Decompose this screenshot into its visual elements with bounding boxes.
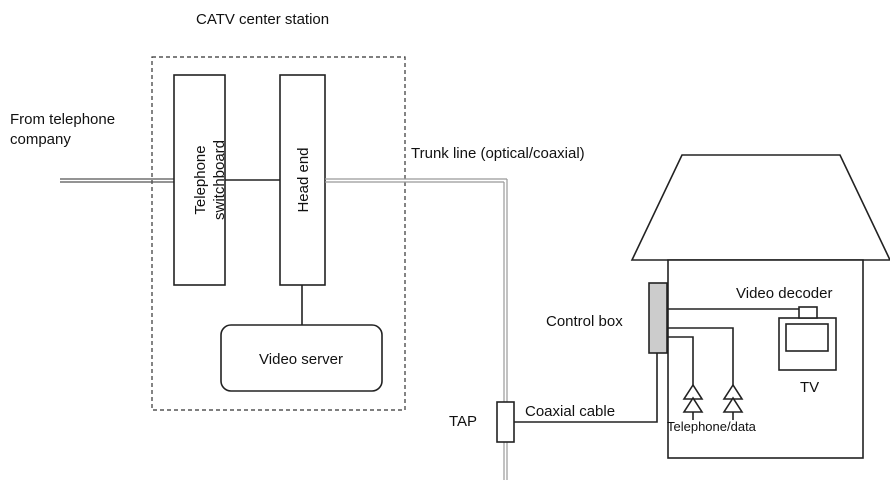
tv-screen — [785, 323, 829, 352]
telephone-terminal-icon — [682, 383, 704, 420]
switchboard-label-2: switchboard — [211, 140, 228, 220]
tap-box — [496, 401, 515, 443]
station-title: CATV center station — [196, 11, 329, 28]
switchboard-label-1: Telephone — [192, 145, 209, 214]
tv-label: TV — [800, 379, 819, 396]
tv — [778, 306, 837, 371]
video-server-box — [220, 324, 383, 392]
phone-wire-2 — [667, 327, 734, 385]
control-box — [648, 282, 668, 354]
video-decoder-box — [798, 306, 818, 319]
video-server-label: Video server — [259, 351, 343, 368]
from-phone-label-2: company — [10, 131, 71, 148]
data-terminal-icon — [722, 383, 744, 420]
house-roof — [630, 154, 890, 261]
telephone-data-label: Telephone/data — [667, 419, 757, 434]
head-end-label: Head end — [295, 147, 312, 212]
tap-label: TAP — [449, 413, 477, 430]
from-phone-label-1: From telephone — [10, 111, 115, 128]
control-box-label: Control box — [546, 313, 623, 330]
phone-wire-1 — [667, 336, 694, 385]
video-decoder-label: Video decoder — [736, 285, 832, 302]
coaxial-cable — [514, 353, 658, 423]
coaxial-cable-label: Coaxial cable — [525, 403, 615, 420]
telephone-switchboard-box — [173, 74, 226, 286]
trunk-line-label: Trunk line (optical/coaxial) — [411, 145, 585, 162]
station-boundary — [151, 56, 406, 411]
telephone-input-line — [60, 178, 174, 183]
